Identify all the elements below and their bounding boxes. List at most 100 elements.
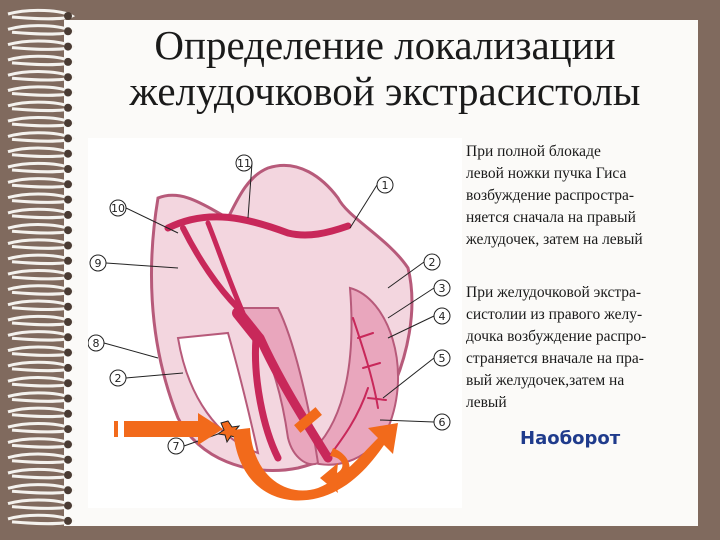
binding-ring <box>7 70 76 82</box>
label-leader-line <box>379 419 435 423</box>
text-line: страняется вначале на пра- <box>466 350 644 367</box>
binding-ring <box>7 253 76 266</box>
label-circle <box>109 199 127 217</box>
binding-hole <box>64 42 72 51</box>
binding-hole <box>64 180 72 189</box>
text-line: При полной блокаде <box>466 143 601 160</box>
binding-hole <box>64 501 72 510</box>
incoming-arrow-head <box>198 413 223 445</box>
binding-ring <box>7 467 76 480</box>
binding-hole <box>64 57 72 66</box>
label-leader-line <box>387 287 435 319</box>
label-leader-line <box>125 372 184 379</box>
small-return-arrow <box>320 448 350 493</box>
label-leader-line <box>125 207 179 234</box>
binding-ring <box>7 192 76 204</box>
paragraph-bundle-branch-block: При полной блокаде левой ножки пучка Гис… <box>466 141 688 251</box>
text-line: левой ножки пучка Гиса <box>466 165 627 182</box>
binding-hole <box>64 88 72 97</box>
diagram-label-number: 9 <box>95 257 102 270</box>
binding-hole <box>64 195 72 204</box>
diagram-label-number: 3 <box>439 282 446 295</box>
binding-ring <box>7 360 76 373</box>
binding-ring <box>7 8 76 21</box>
binding-hole <box>64 287 72 296</box>
binding-hole <box>64 12 72 20</box>
binding-ring <box>7 131 76 143</box>
binding-hole <box>64 318 72 326</box>
diagram-label-number: 6 <box>439 416 446 429</box>
label-circle <box>433 279 451 297</box>
label-leader-line <box>349 184 378 229</box>
binding-ring <box>7 115 76 128</box>
binding-ring <box>7 177 76 189</box>
binding-hole <box>64 226 72 235</box>
binding-ring <box>7 513 76 526</box>
binding-hole <box>64 134 72 143</box>
binding-hole <box>64 73 72 82</box>
label-circle <box>433 413 451 431</box>
binding-ring <box>7 498 76 510</box>
diagram-label-number: 2 <box>115 372 122 385</box>
extrasystole-star <box>216 420 241 444</box>
binding-ring <box>7 161 76 174</box>
title-line-1: Определение локализации <box>154 22 616 68</box>
binding-hole <box>64 149 72 158</box>
binding-hole <box>64 425 72 434</box>
label-circle <box>433 307 451 325</box>
u-turn-arrow <box>233 423 398 501</box>
binding-hole <box>64 516 72 525</box>
diagram-label-number: 4 <box>439 310 446 323</box>
text-line: дочка возбуждение распро- <box>466 328 647 345</box>
diagram-label-number: 11 <box>237 157 251 170</box>
internodal-tract <box>180 225 241 311</box>
binding-hole <box>64 165 72 173</box>
block-marker <box>294 407 322 433</box>
binding-ring <box>7 376 76 388</box>
label-circle <box>423 253 441 271</box>
text-line: желудочек, затем на левый <box>466 231 643 248</box>
label-circle <box>88 334 105 352</box>
binding-ring <box>7 330 76 342</box>
incoming-arrow-shaft <box>108 421 198 437</box>
label-leader-line <box>387 315 435 339</box>
text-line: няется сначала на правый <box>466 209 636 226</box>
binding-hole <box>64 27 72 36</box>
binding-hole <box>64 409 72 418</box>
binding-hole <box>64 486 72 495</box>
binding-ring <box>7 146 76 158</box>
binding-hole <box>64 363 72 372</box>
binding-hole <box>64 241 72 250</box>
paragraph-extrasystole: При желудочковой экстра- систолии из пра… <box>466 282 688 414</box>
spiral-binding <box>7 8 76 526</box>
binding-ring <box>7 207 76 220</box>
right-bundle-branch <box>252 334 282 462</box>
label-circle <box>109 369 127 387</box>
binding-ring <box>7 85 76 97</box>
binding-hole <box>64 272 72 281</box>
purkinje-fibers <box>327 317 387 459</box>
diagram-label-number: 8 <box>93 337 100 350</box>
label-circle <box>89 254 107 272</box>
label-leader-line <box>105 262 179 269</box>
bachmann-bundle <box>164 213 352 239</box>
diagram-label-number: 7 <box>173 440 180 453</box>
binding-hole <box>64 103 72 112</box>
diagram-label-number: 1 <box>382 179 389 192</box>
text-line: систолии из правого желу- <box>466 306 643 323</box>
text-line: вый желудочек,затем на <box>466 372 625 389</box>
slide-title: Определение локализации желудочковой экс… <box>80 22 690 114</box>
binding-ring <box>7 421 76 434</box>
binding-hole <box>64 333 72 342</box>
binding-ring <box>7 223 76 235</box>
binding-ring <box>7 238 76 250</box>
label-circle <box>235 154 253 172</box>
diagram-label-number: 10 <box>111 202 125 215</box>
binding-ring <box>7 100 76 113</box>
binding-ring <box>7 24 76 36</box>
binding-hole <box>64 302 72 311</box>
binding-hole <box>64 348 72 357</box>
diagram-label-number: 5 <box>439 352 446 365</box>
binding-hole <box>64 440 72 449</box>
